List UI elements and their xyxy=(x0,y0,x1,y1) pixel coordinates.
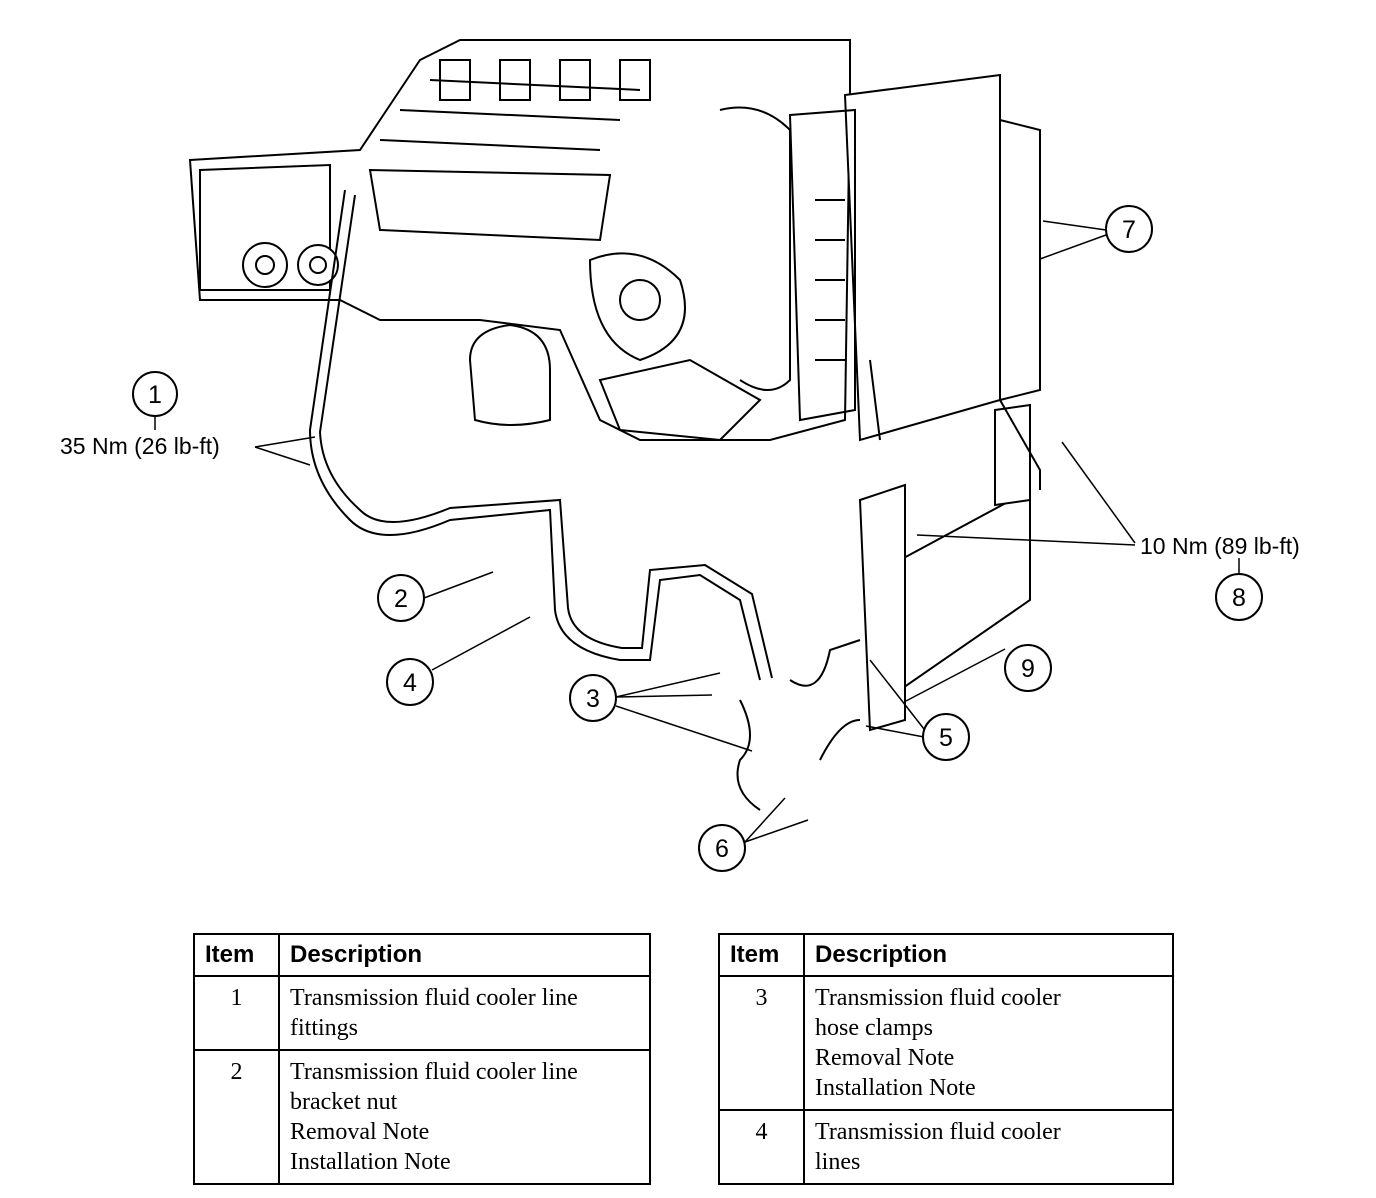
cooler-line-diagram: 1 2 3 4 5 6 7 8 9 35 Nm (26 lb-ft) 10 Nm… xyxy=(60,39,1300,872)
callout-label-1: 1 xyxy=(148,381,162,409)
callout-circle-6 xyxy=(698,824,746,872)
callout-circle-3 xyxy=(569,674,617,722)
legend-item-number: 4 xyxy=(718,1109,805,1185)
legend-item-description: Transmission fluid cooler line fittings xyxy=(278,975,651,1051)
callout-label-3: 3 xyxy=(586,685,600,713)
legend-table-left: Item Description 1 Transmission fluid co… xyxy=(193,933,651,1185)
legend-header-description: Description xyxy=(803,933,1174,977)
torque-spec-8: 10 Nm (89 lb-ft) xyxy=(1140,533,1300,559)
table-row: 1 Transmission fluid cooler line fitting… xyxy=(193,975,651,1051)
leader-lines xyxy=(154,220,1240,843)
callout-circle-2 xyxy=(377,574,425,622)
callout-circles xyxy=(132,205,1263,872)
table-row: 4 Transmission fluid cooler lines xyxy=(718,1109,1174,1185)
legend-header-item: Item xyxy=(193,933,280,977)
legend-item-number: 2 xyxy=(193,1049,280,1185)
callout-circle-8 xyxy=(1215,573,1263,621)
callout-labels: 1 2 3 4 5 6 7 8 9 xyxy=(148,216,1246,863)
table-row: 2 Transmission fluid cooler line bracket… xyxy=(193,1049,651,1185)
legend-item-number: 3 xyxy=(718,975,805,1111)
legend-item-description: Transmission fluid cooler hose clamps Re… xyxy=(803,975,1174,1111)
legend-item-description: Transmission fluid cooler lines xyxy=(803,1109,1174,1185)
legend-table-right: Item Description 3 Transmission fluid co… xyxy=(718,933,1174,1185)
callout-circle-1 xyxy=(132,371,178,417)
cooler-lines xyxy=(308,189,1041,811)
callout-circle-9 xyxy=(1004,644,1052,692)
callout-circle-4 xyxy=(386,658,434,706)
legend-header-item: Item xyxy=(718,933,805,977)
legend-item-description: Transmission fluid cooler line bracket n… xyxy=(278,1049,651,1185)
legend-header-description: Description xyxy=(278,933,651,977)
callout-circle-7 xyxy=(1105,205,1153,253)
callout-label-8: 8 xyxy=(1232,584,1246,612)
callout-label-5: 5 xyxy=(939,724,953,752)
legend-item-number: 1 xyxy=(193,975,280,1051)
callout-label-7: 7 xyxy=(1122,216,1136,244)
callout-label-9: 9 xyxy=(1021,655,1035,683)
table-row: 3 Transmission fluid cooler hose clamps … xyxy=(718,975,1174,1111)
callout-circle-5 xyxy=(922,713,970,761)
fluid-cooler xyxy=(858,403,1031,732)
torque-spec-1: 35 Nm (26 lb-ft) xyxy=(60,433,220,459)
callout-label-2: 2 xyxy=(394,585,408,613)
callout-label-4: 4 xyxy=(403,669,417,697)
engine-assembly xyxy=(188,39,851,442)
callout-label-6: 6 xyxy=(715,835,729,863)
